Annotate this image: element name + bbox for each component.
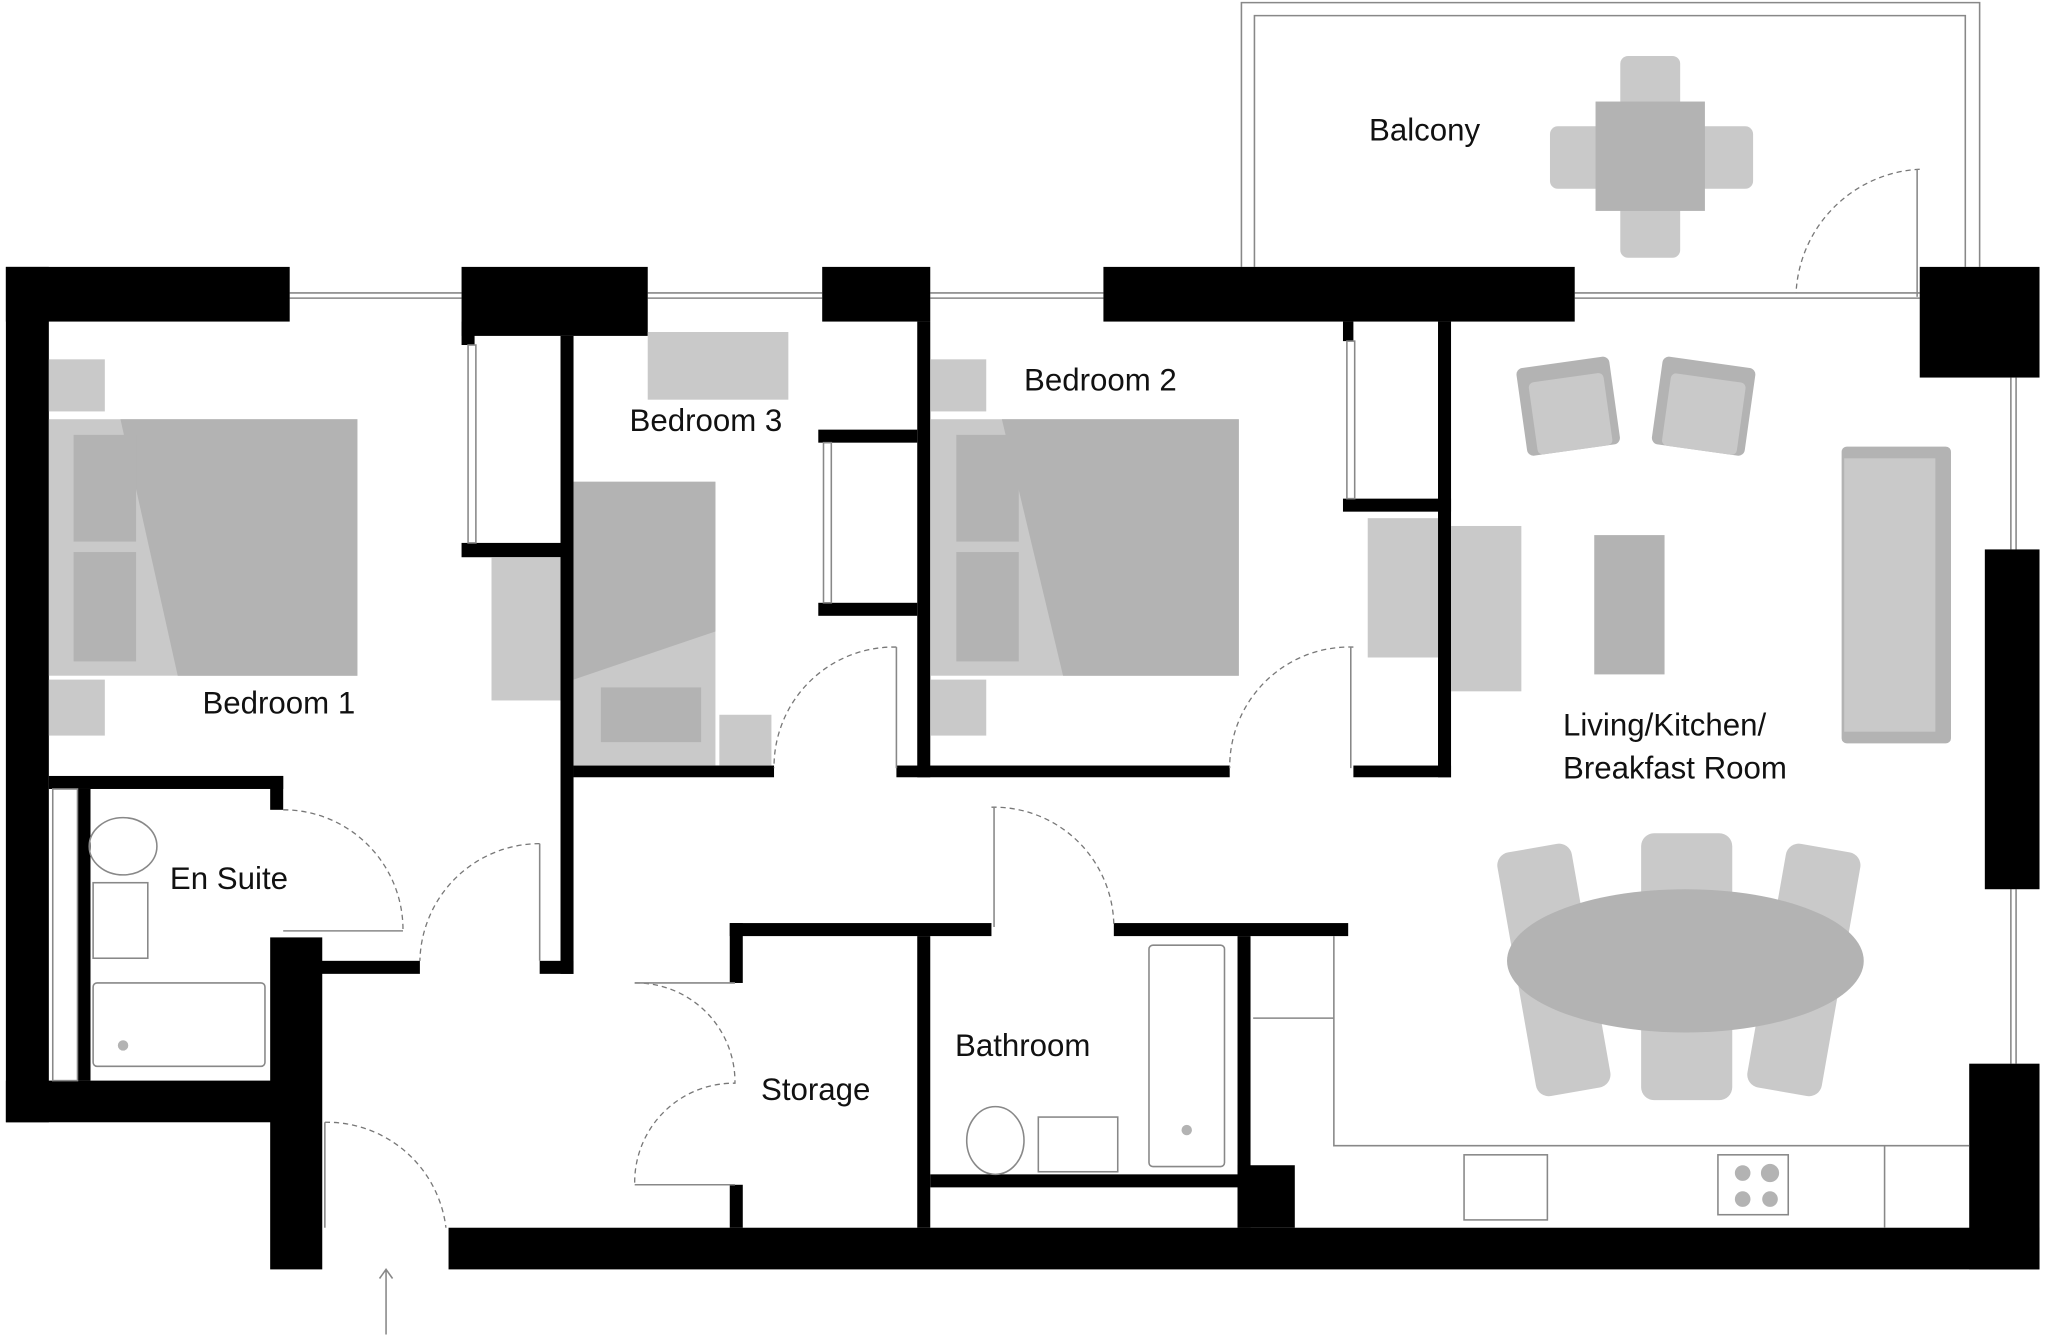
doors: [283, 168, 1920, 1335]
label-bedroom-3: Bedroom 3: [630, 403, 783, 438]
label-storage: Storage: [761, 1072, 870, 1107]
room-labels: Balcony Bedroom 3 Bedroom 2 Bedroom 1 En…: [170, 113, 1787, 1108]
wardrobes: [51, 340, 1356, 1082]
label-bedroom-1: Bedroom 1: [202, 685, 355, 720]
label-en-suite: En Suite: [170, 861, 288, 896]
label-balcony: Balcony: [1369, 113, 1481, 148]
label-bathroom: Bathroom: [955, 1028, 1090, 1063]
label-bedroom-2: Bedroom 2: [1024, 363, 1177, 398]
balcony-outline: [1240, 1, 1981, 267]
windows: [289, 292, 2017, 1064]
label-living-line-1: Living/Kitchen/: [1563, 708, 1766, 743]
label-living-line-2: Breakfast Room: [1563, 751, 1787, 786]
walls: [5, 266, 2040, 1270]
furniture: [48, 55, 1970, 1228]
